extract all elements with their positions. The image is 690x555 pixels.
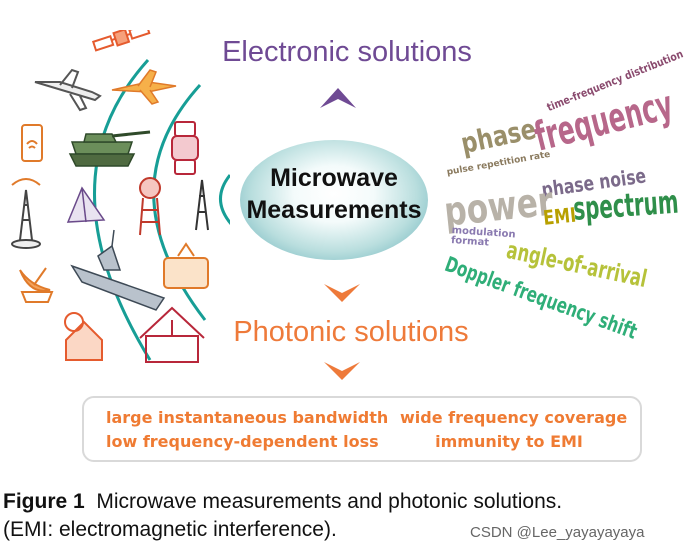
- stealth-tent-icon: [66, 186, 106, 223]
- down-chevron-icon-2: [324, 362, 360, 380]
- property-frequency-coverage: wide frequency coverage: [400, 408, 628, 427]
- down-chevron-icon: [324, 284, 360, 302]
- photonic-properties-box: large instantaneous bandwidth wide frequ…: [82, 396, 642, 462]
- radar-tower-icon: [139, 177, 161, 236]
- radio-tower-icon: [11, 178, 41, 249]
- caption-text: Microwave measurements and photonic solu…: [96, 490, 563, 513]
- hub-title-line2: Measurements: [246, 196, 422, 224]
- hub-title-line1: Microwave: [270, 164, 398, 192]
- application-icons: [11, 30, 230, 363]
- satellite-dish-icon: [19, 267, 54, 303]
- antenna-mast-icon: [195, 179, 209, 231]
- smartphone-icon: [21, 124, 43, 162]
- wristwatch-icon: [171, 121, 199, 175]
- figure-caption: Figure 1 Microwave measurements and phot…: [3, 488, 671, 516]
- word-spectrum: spectrum: [572, 182, 680, 228]
- property-bandwidth: large instantaneous bandwidth: [106, 408, 389, 427]
- caption-label: Figure 1: [3, 490, 85, 513]
- hub-title: Microwave Measurements: [240, 162, 428, 226]
- arc-outer: [93, 58, 152, 361]
- caption-line-2: (EMI: electromagnetic interference).: [3, 518, 337, 541]
- microwave-measurements-hub: [240, 140, 428, 260]
- photonic-solutions-title: Photonic solutions: [233, 316, 469, 348]
- home-icon: [139, 306, 205, 363]
- word-frequency: frequency: [530, 81, 678, 161]
- property-low-loss: low frequency-dependent loss: [106, 432, 379, 451]
- dish-house-icon: [64, 312, 103, 361]
- arc-inner: [219, 174, 230, 225]
- tank-icon: [68, 130, 151, 167]
- airliner-icon: [34, 68, 102, 112]
- word-pulse-repetition-rate: pulse repetition rate: [446, 149, 552, 178]
- property-emi-immunity: immunity to EMI: [435, 432, 583, 451]
- up-chevron-icon: [320, 88, 356, 108]
- fighter-jet-icon: [111, 69, 177, 105]
- warship-icon: [70, 229, 166, 311]
- watermark: CSDN @Lee_yayayayaya: [470, 524, 645, 541]
- tv-icon: [163, 242, 209, 289]
- parameter-word-cloud: time-frequency distribution phase freque…: [440, 40, 685, 370]
- word-modulation-format: modulation format: [450, 225, 516, 249]
- word-emi: EMI: [542, 202, 578, 230]
- electronic-solutions-title: Electronic solutions: [222, 36, 472, 68]
- satellite-icon: [91, 30, 151, 52]
